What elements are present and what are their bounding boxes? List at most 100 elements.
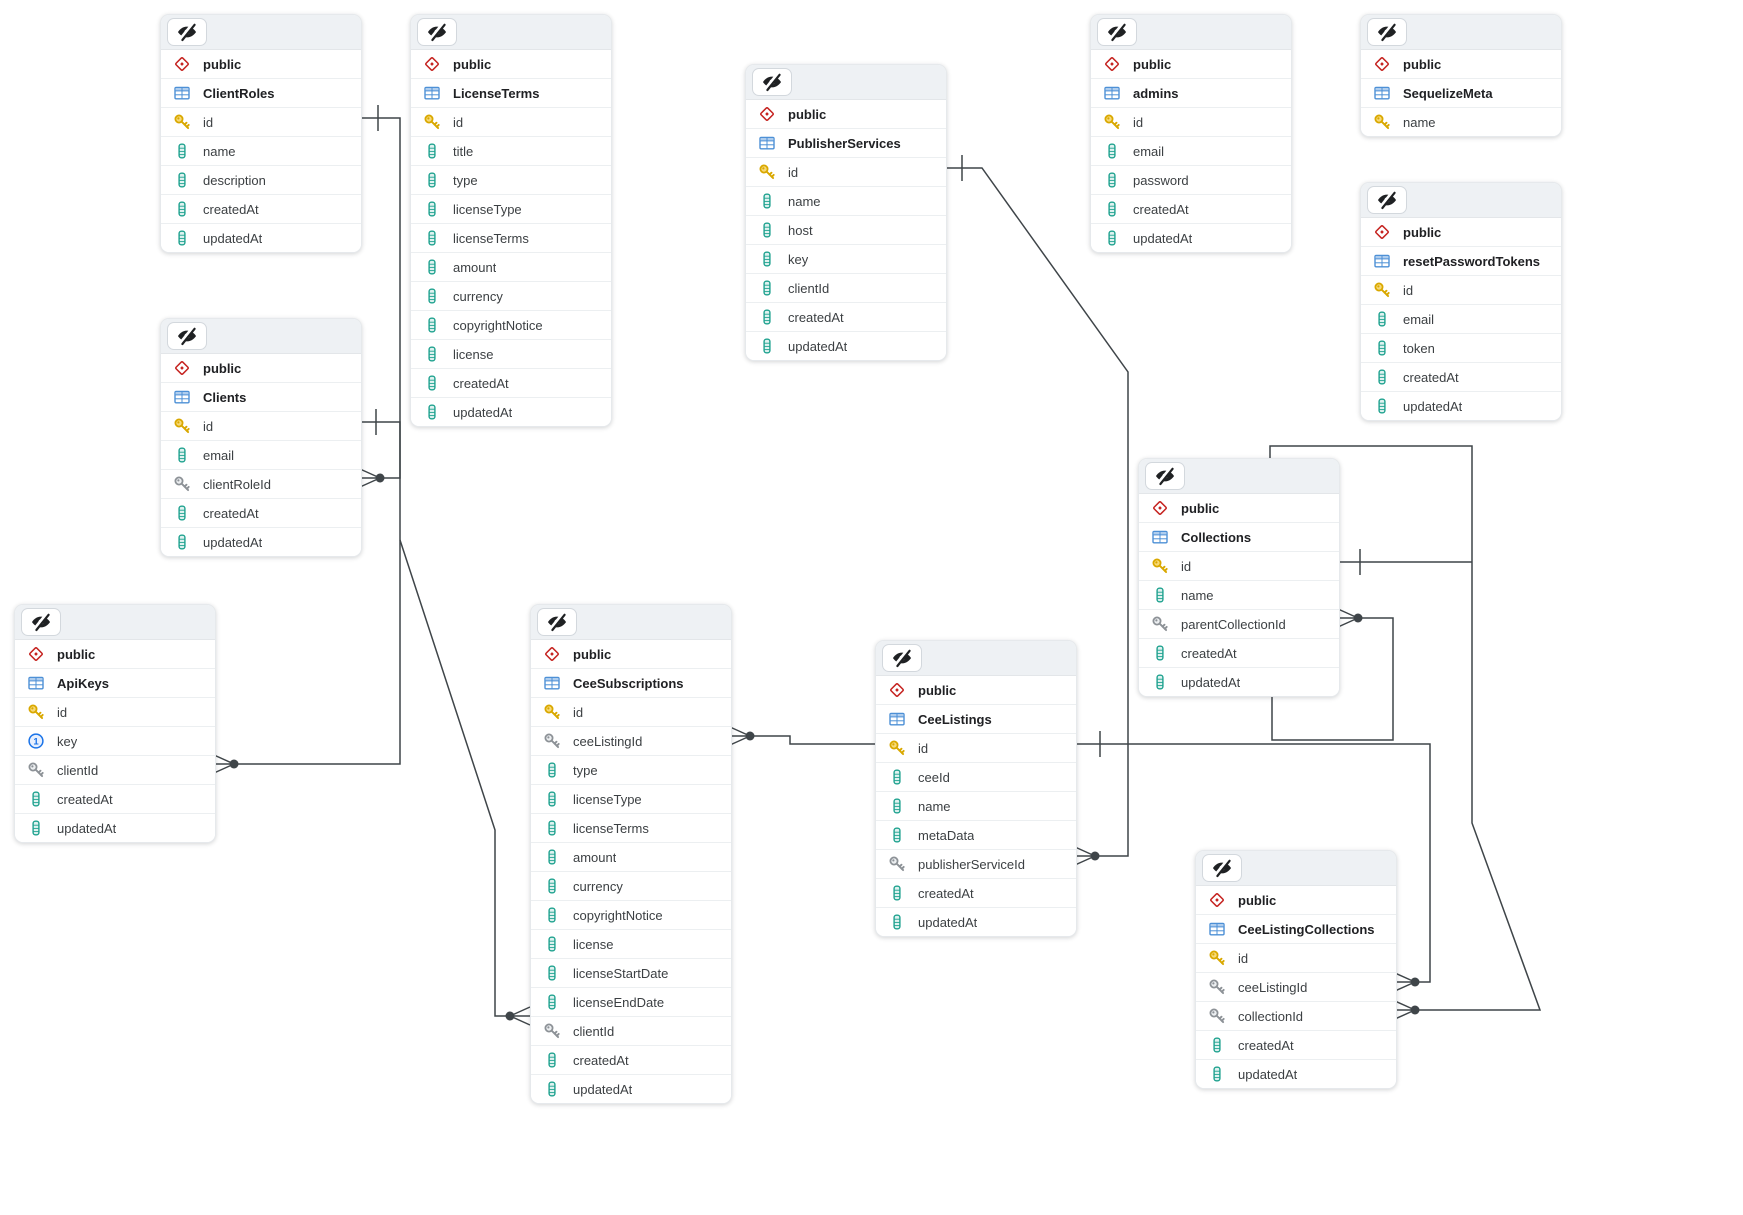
hide-table-button[interactable] (752, 68, 792, 96)
table-drag-header[interactable] (411, 15, 611, 50)
field-row-label: id (203, 114, 214, 130)
field-row: name (746, 186, 946, 215)
field-row: licenseTerms (411, 223, 611, 252)
field-row: id (161, 411, 361, 440)
column-icon (888, 884, 906, 902)
primary-key-icon (888, 739, 906, 757)
hide-table-button[interactable] (1367, 186, 1407, 214)
field-row: createdAt (15, 784, 215, 813)
relationship-line (729, 726, 875, 746)
eye-off-icon (30, 612, 52, 632)
table-drag-header[interactable] (1361, 183, 1561, 218)
schema-icon (888, 681, 906, 699)
field-row-label: copyrightNotice (453, 317, 543, 333)
hide-table-button[interactable] (417, 18, 457, 46)
schema-icon (758, 105, 776, 123)
hide-table-button[interactable] (167, 18, 207, 46)
schema-icon (1373, 55, 1391, 73)
field-row-label: ceeListingId (1238, 979, 1308, 995)
table-drag-header[interactable] (1361, 15, 1561, 50)
column-icon (1208, 1036, 1226, 1054)
schema-row: public (531, 640, 731, 668)
column-icon (1373, 339, 1391, 357)
crow-foot-many-marker (1337, 608, 1363, 628)
foreign-key-icon (543, 732, 561, 750)
field-row-label: ceeListingId (573, 733, 643, 749)
field-row: license (531, 929, 731, 958)
field-row-label: id (57, 704, 68, 720)
table-drag-header[interactable] (1091, 15, 1291, 50)
hide-table-button[interactable] (1202, 854, 1242, 882)
field-row: copyrightNotice (531, 900, 731, 929)
schema-row-label: public (1181, 500, 1220, 516)
hide-table-button[interactable] (537, 608, 577, 636)
table-drag-header[interactable] (746, 65, 946, 100)
schema-row: public (1361, 50, 1561, 78)
field-row-label: name (918, 798, 951, 814)
field-row-label: updatedAt (1238, 1066, 1298, 1082)
field-row: updatedAt (411, 397, 611, 426)
field-row: updatedAt (876, 907, 1076, 936)
column-icon (543, 993, 561, 1011)
field-row-label: metaData (918, 827, 975, 843)
table-drag-header[interactable] (161, 15, 361, 50)
table-drag-header[interactable] (1196, 851, 1396, 886)
field-row: currency (411, 281, 611, 310)
table-drag-header[interactable] (876, 641, 1076, 676)
relationship-line (1269, 445, 1542, 1020)
column-icon (1373, 310, 1391, 328)
table-drag-header[interactable] (1139, 459, 1339, 494)
column-icon (758, 192, 776, 210)
field-row: license (411, 339, 611, 368)
field-row-label: updatedAt (203, 230, 263, 246)
table-drag-header[interactable] (15, 605, 215, 640)
schema-row: public (15, 640, 215, 668)
field-row-label: createdAt (918, 885, 974, 901)
field-row-label: createdAt (573, 1052, 629, 1068)
hide-table-button[interactable] (882, 644, 922, 672)
table-icon (1373, 252, 1391, 270)
eye-off-icon (426, 22, 448, 42)
table-icon (1208, 920, 1226, 938)
table-icon (423, 84, 441, 102)
field-row-label: createdAt (1238, 1037, 1294, 1053)
crow-foot-many-marker (505, 1006, 531, 1026)
hide-table-button[interactable] (1367, 18, 1407, 46)
table-name-row-label: CeeListings (918, 711, 992, 727)
schema-row: public (1091, 50, 1291, 78)
table-name-row-label: ApiKeys (57, 675, 110, 691)
field-row: updatedAt (746, 331, 946, 360)
hide-table-button[interactable] (1145, 462, 1185, 490)
table-drag-header[interactable] (531, 605, 731, 640)
field-row-label: host (788, 222, 813, 238)
eye-off-icon (1376, 190, 1398, 210)
field-row-label: updatedAt (453, 404, 513, 420)
column-icon (758, 279, 776, 297)
hide-table-button[interactable] (1097, 18, 1137, 46)
column-icon (1151, 673, 1169, 691)
field-row: updatedAt (1091, 223, 1291, 252)
hide-table-button[interactable] (167, 322, 207, 350)
field-row: clientId (531, 1016, 731, 1045)
column-icon (888, 826, 906, 844)
column-icon (423, 403, 441, 421)
field-row-label: licenseTerms (573, 820, 649, 836)
crow-foot-many-marker (1394, 972, 1420, 992)
schema-row-label: public (1133, 56, 1172, 72)
table-drag-header[interactable] (161, 319, 361, 354)
hide-table-button[interactable] (21, 608, 61, 636)
column-icon (423, 287, 441, 305)
field-row: token (1361, 333, 1561, 362)
